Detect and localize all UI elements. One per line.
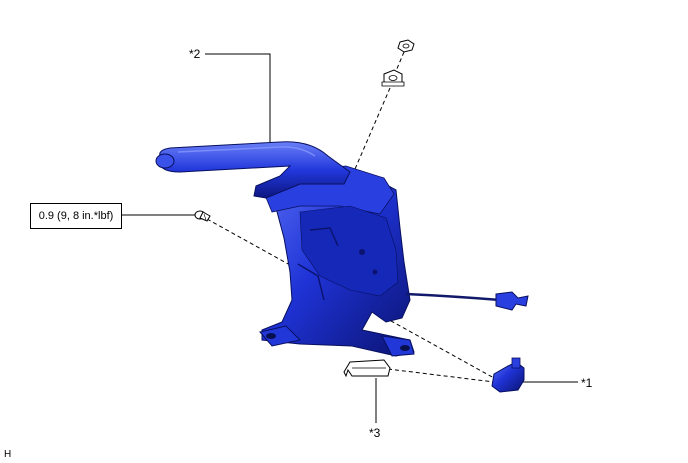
part-3-clip bbox=[343, 359, 391, 378]
cable-connector bbox=[495, 291, 529, 311]
brake-cable bbox=[405, 292, 501, 302]
torque-spec-text: 0.9 (9, 8 in.*lbf) bbox=[38, 210, 114, 222]
leader-line-2 bbox=[205, 53, 271, 143]
part-1-switch bbox=[491, 357, 525, 393]
parking-brake-lever-assembly bbox=[155, 141, 529, 357]
install-line-clip bbox=[387, 368, 495, 383]
callout-2: *2 bbox=[189, 47, 201, 61]
callout-3: *3 bbox=[369, 426, 381, 440]
nut-upper bbox=[397, 39, 415, 53]
torque-spec-box: 0.9 (9, 8 in.*lbf) bbox=[30, 203, 122, 229]
lever-foot-left bbox=[259, 325, 302, 347]
figure-code: H bbox=[4, 449, 12, 460]
flange-nut bbox=[381, 69, 405, 87]
lever-handle-grip bbox=[159, 141, 351, 199]
install-line-nut-lever bbox=[351, 87, 391, 177]
screw-bolt bbox=[194, 210, 211, 222]
callout-1: *1 bbox=[581, 376, 593, 390]
leader-lines bbox=[122, 53, 578, 423]
handle-end-cap bbox=[155, 153, 175, 169]
lever-foot-right bbox=[381, 335, 415, 357]
